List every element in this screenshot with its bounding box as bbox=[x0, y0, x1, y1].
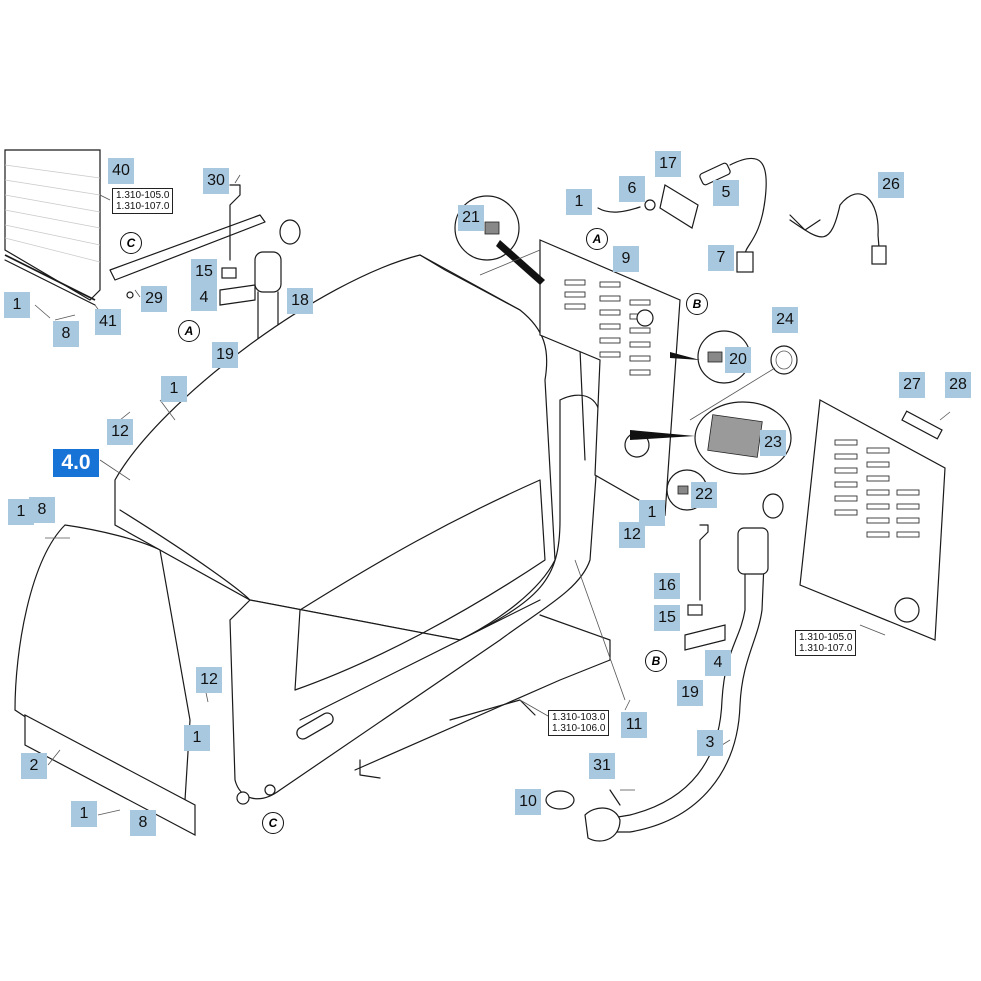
callout-23[interactable]: 23 bbox=[760, 430, 786, 456]
callout-6[interactable]: 6 bbox=[619, 176, 645, 202]
reference-top-left: 1.310-105.0 1.310-107.0 bbox=[112, 188, 174, 214]
callout-1-g[interactable]: 1 bbox=[71, 801, 97, 827]
callout-4-a[interactable]: 4 bbox=[191, 285, 217, 311]
callout-1-b[interactable]: 1 bbox=[4, 292, 30, 318]
callout-26[interactable]: 26 bbox=[878, 172, 904, 198]
reference-line: 1.310-103.0 bbox=[552, 712, 606, 723]
part-40-top-cover bbox=[4, 149, 101, 301]
callout-22[interactable]: 22 bbox=[691, 482, 717, 508]
reference-bottom-center: 1.310-103.0 1.310-106.0 bbox=[548, 710, 610, 736]
section-badge: 4.0 bbox=[53, 449, 99, 477]
callout-19-b[interactable]: 19 bbox=[677, 680, 703, 706]
reference-line: 1.310-105.0 bbox=[116, 190, 170, 201]
callout-19-a[interactable]: 19 bbox=[212, 342, 238, 368]
part-41-seal-strip bbox=[4, 254, 96, 306]
callout-2[interactable]: 2 bbox=[21, 753, 47, 779]
part-30-rod bbox=[229, 184, 241, 261]
callout-8-c[interactable]: 8 bbox=[130, 810, 156, 836]
reference-right-panel: 1.310-105.0 1.310-107.0 bbox=[795, 630, 857, 656]
callout-1-a[interactable]: 1 bbox=[566, 189, 592, 215]
detail-callout-23 bbox=[630, 401, 792, 475]
callout-28[interactable]: 28 bbox=[945, 372, 971, 398]
part-9-control-plate bbox=[539, 239, 681, 516]
callout-3[interactable]: 3 bbox=[697, 730, 723, 756]
callout-15-b[interactable]: 15 bbox=[654, 605, 680, 631]
callout-31[interactable]: 31 bbox=[589, 753, 615, 779]
callout-8-a[interactable]: 8 bbox=[53, 321, 79, 347]
callout-12-b[interactable]: 12 bbox=[619, 522, 645, 548]
callout-15-a[interactable]: 15 bbox=[191, 259, 217, 285]
part-3-hose bbox=[545, 493, 784, 842]
callout-9[interactable]: 9 bbox=[613, 246, 639, 272]
callout-1-c[interactable]: 1 bbox=[161, 376, 187, 402]
connector-a-left: A bbox=[178, 320, 200, 342]
callout-21[interactable]: 21 bbox=[458, 205, 484, 231]
reference-line: 1.310-107.0 bbox=[116, 201, 170, 212]
part-27-rear-panel bbox=[799, 399, 946, 641]
connector-c-top: C bbox=[120, 232, 142, 254]
part-4-clamp-lower bbox=[684, 604, 726, 651]
reference-line: 1.310-106.0 bbox=[552, 723, 606, 734]
callout-5[interactable]: 5 bbox=[713, 180, 739, 206]
part-4-clamp-upper bbox=[219, 267, 256, 306]
callout-24[interactable]: 24 bbox=[772, 307, 798, 333]
callout-1-f[interactable]: 1 bbox=[184, 725, 210, 751]
callout-12-c[interactable]: 12 bbox=[196, 667, 222, 693]
main-housing bbox=[114, 254, 601, 805]
connector-a-right: A bbox=[586, 228, 608, 250]
part-29-bracket bbox=[109, 214, 266, 299]
callout-1-e[interactable]: 1 bbox=[8, 499, 34, 525]
callout-16[interactable]: 16 bbox=[654, 573, 680, 599]
part-24-cap bbox=[689, 345, 798, 421]
callout-27[interactable]: 27 bbox=[899, 372, 925, 398]
callout-41[interactable]: 41 bbox=[95, 309, 121, 335]
callout-30[interactable]: 30 bbox=[203, 168, 229, 194]
connector-c-bottom: C bbox=[262, 812, 284, 834]
part-2-side-panel bbox=[14, 524, 196, 836]
callout-11[interactable]: 11 bbox=[621, 712, 647, 738]
connector-b-right: B bbox=[686, 293, 708, 315]
callout-10[interactable]: 10 bbox=[515, 789, 541, 815]
reference-line: 1.310-105.0 bbox=[799, 632, 853, 643]
part-5-power-cable bbox=[699, 157, 767, 273]
leader-lines bbox=[34, 174, 951, 816]
callout-29[interactable]: 29 bbox=[141, 286, 167, 312]
callout-17[interactable]: 17 bbox=[655, 151, 681, 177]
callout-20[interactable]: 20 bbox=[725, 347, 751, 373]
part-26-cable bbox=[789, 193, 887, 265]
part-16-rod bbox=[699, 524, 709, 601]
reference-line: 1.310-107.0 bbox=[799, 643, 853, 654]
connector-b-lower: B bbox=[645, 650, 667, 672]
callout-40[interactable]: 40 bbox=[108, 158, 134, 184]
callout-12-a[interactable]: 12 bbox=[107, 419, 133, 445]
callout-7[interactable]: 7 bbox=[708, 245, 734, 271]
part-17-plate bbox=[597, 184, 699, 229]
callout-18[interactable]: 18 bbox=[287, 288, 313, 314]
callout-1-d[interactable]: 1 bbox=[639, 500, 665, 526]
callout-4-b[interactable]: 4 bbox=[705, 650, 731, 676]
